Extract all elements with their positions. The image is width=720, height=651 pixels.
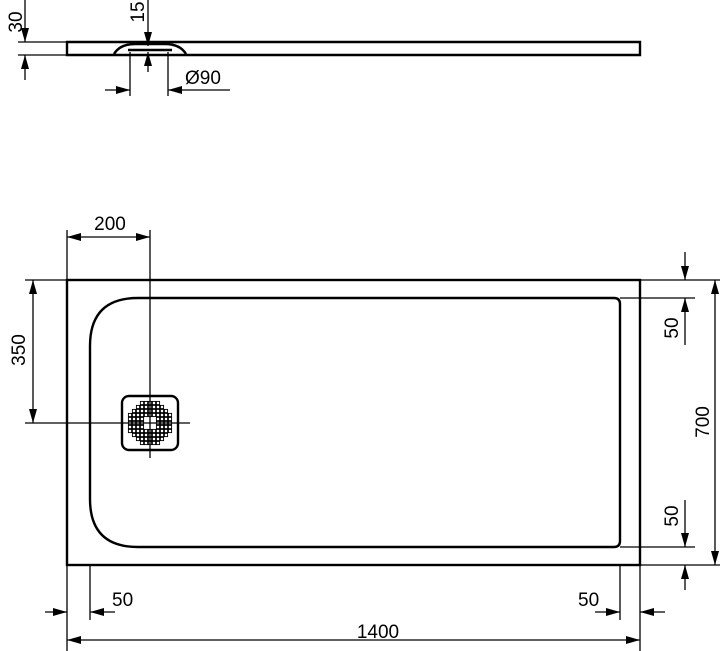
drain-grid-cell	[151, 400, 157, 406]
drain-grid-cell	[131, 428, 137, 434]
drain-diameter-label: Ø90	[185, 68, 221, 89]
drain-grid-cell	[159, 404, 165, 410]
drain-grid-cell	[155, 424, 161, 430]
drain-grid-cell	[131, 416, 137, 422]
drain-grid-cell	[163, 432, 169, 438]
drain-grid-cell	[135, 412, 141, 418]
drain-grid-cell	[159, 408, 165, 414]
drain-grid-cell	[135, 436, 141, 442]
drain-grid-cell	[167, 424, 173, 430]
drain-grid-cell	[139, 424, 145, 430]
thickness-label: 30	[6, 11, 27, 32]
drain-grid-cell	[131, 424, 137, 430]
length-label: 1400	[357, 622, 399, 643]
plan-view: 200 350 700 50 50 50 50 1400	[9, 214, 720, 651]
drain-grid-cell	[131, 408, 137, 414]
drain-grid-cell	[167, 412, 173, 418]
drain-grid-cell	[139, 408, 145, 414]
tray-profile	[65, 40, 642, 57]
drain-grid-cell	[135, 404, 141, 410]
drain-grid-cell	[127, 428, 133, 434]
drain-grid-cell	[139, 428, 145, 434]
drain-grid-cell	[163, 416, 169, 422]
drain-grid-cell	[127, 424, 133, 430]
drain-grid-cell	[143, 440, 149, 446]
drain-grid-cell	[159, 424, 165, 430]
drain-grid-cell	[135, 432, 141, 438]
width-label: 700	[693, 406, 714, 438]
drain-grid-cell	[139, 416, 145, 422]
drain-grid-cell	[143, 408, 149, 414]
drain-grid-cell	[139, 432, 145, 438]
drain-grid-cell	[159, 428, 165, 434]
drain-grid-cell	[151, 404, 157, 410]
drain-grid-cell	[155, 428, 161, 434]
drain-grid-cell	[151, 436, 157, 442]
drain-grid-cell	[139, 404, 145, 410]
drain-grid-cell	[143, 400, 149, 406]
drain-grid-cell	[127, 412, 133, 418]
drain-grid-cell	[131, 432, 137, 438]
drain-grid-cell	[159, 412, 165, 418]
drain-grid	[127, 400, 173, 446]
drain-grid-cell	[131, 412, 137, 418]
drain-grid-cell	[155, 432, 161, 438]
drain-grid-cell	[139, 436, 145, 442]
drain-grid-cell	[167, 416, 173, 422]
drain-grid-cell	[163, 408, 169, 414]
tray-inner-surface	[88, 296, 622, 549]
drain-grid-cell	[143, 404, 149, 410]
drain-grid-cell	[139, 412, 145, 418]
drain-grid-cell	[155, 412, 161, 418]
rim-right-label: 50	[578, 590, 599, 611]
drain-grid-cell	[135, 408, 141, 414]
drain-grid-cell	[159, 436, 165, 442]
drain-grid-cell	[163, 412, 169, 418]
drain-depth-label: 15	[128, 1, 149, 22]
drain-grid-cell	[167, 428, 173, 434]
drain-grid-cell	[151, 440, 157, 446]
drain-offset-y-label: 350	[9, 334, 30, 366]
drain-grid-cell	[143, 432, 149, 438]
drain-grid-cell	[155, 408, 161, 414]
drain-grid-cell	[163, 428, 169, 434]
drain-grid-cell	[155, 400, 161, 406]
drain-grid-cell	[139, 440, 145, 446]
drain-grid-cell	[159, 432, 165, 438]
drain-grid-cell	[127, 416, 133, 422]
drain-grid-cell	[143, 412, 149, 418]
drain-grid-cell	[135, 428, 141, 434]
drain-grid-cell	[135, 416, 141, 422]
drain-grid-cell	[159, 416, 165, 422]
drain-grid-cell	[155, 440, 161, 446]
rim-bottom-label: 50	[662, 505, 683, 526]
drain-grid-cell	[155, 416, 161, 422]
drain-grid-cell	[163, 424, 169, 430]
drain-grid-cell	[135, 424, 141, 430]
drain-grid-cell	[143, 436, 149, 442]
drain-grid-cell	[151, 412, 157, 418]
drain-grid-cell	[155, 436, 161, 442]
drain-offset-x-label: 200	[94, 214, 126, 235]
rim-left-label: 50	[112, 590, 133, 611]
drain-grid-cell	[155, 404, 161, 410]
drain-grid-cell	[143, 428, 149, 434]
drain-grid-cell	[151, 432, 157, 438]
drain-grid-cell	[151, 428, 157, 434]
side-profile: 30 15 Ø90	[6, 0, 642, 96]
drain-grid-cell	[139, 400, 145, 406]
drain-grid-cell	[151, 408, 157, 414]
rim-top-label: 50	[662, 317, 683, 338]
